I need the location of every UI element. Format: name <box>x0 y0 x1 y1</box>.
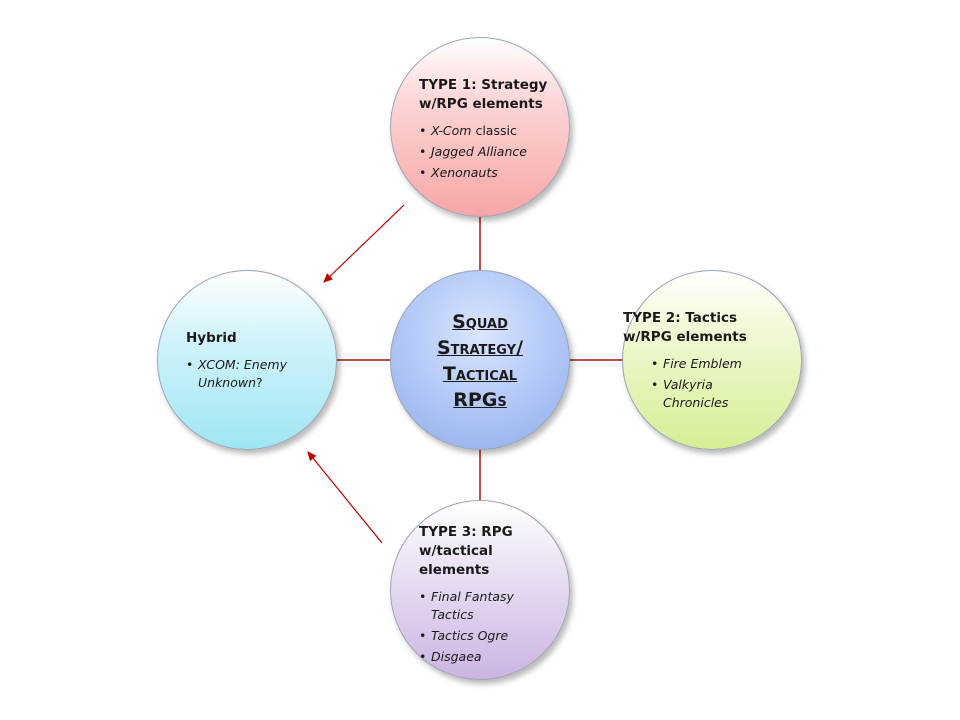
list-item: • Tactics Ogre <box>419 627 554 645</box>
type2-node: TYPE 2: Tactics w/RPG elements • Fire Emb… <box>622 270 802 450</box>
type1-title-line: w/RPG elements <box>419 96 543 112</box>
center-title-line: Squad <box>452 311 508 333</box>
game-name: Disgaea <box>431 649 482 664</box>
type2-game-list: • Fire Emblem • Valkyria Chronicles <box>623 355 761 412</box>
list-item: • Final Fantasy Tactics <box>419 588 554 624</box>
type1-title: TYPE 1: Strategy w/RPG elements <box>419 76 569 114</box>
type2-title: TYPE 2: Tactics w/RPG elements <box>623 309 798 347</box>
type2-title-line: w/RPG elements <box>623 329 747 345</box>
center-title-line: Tactical <box>442 363 518 385</box>
game-name: Final Fantasy Tactics <box>431 589 514 622</box>
game-name: X-Com <box>431 123 472 138</box>
bullet-icon: • <box>419 649 427 664</box>
hybrid-game-list: • XCOM: Enemy Unknown? <box>186 356 326 392</box>
bullet-icon: • <box>651 356 659 371</box>
arrow-type1-to-hybrid <box>323 204 405 283</box>
game-name: Tactics Ogre <box>431 628 509 643</box>
center-title-line: Strategy/ <box>436 337 524 359</box>
center-node: Squad Strategy/ Tactical RPGs <box>390 270 570 450</box>
type3-title-line: elements <box>419 562 490 578</box>
list-item: • XCOM: Enemy Unknown? <box>186 356 326 392</box>
bullet-icon: • <box>651 377 659 392</box>
type3-content: TYPE 3: RPG w/tactical elements • Final F… <box>419 523 554 669</box>
bullet-icon: • <box>419 628 427 643</box>
list-item: • Xenonauts <box>419 164 569 182</box>
bullet-icon: • <box>419 144 427 159</box>
hybrid-content: Hybrid • XCOM: Enemy Unknown? <box>186 329 326 395</box>
game-suffix: classic <box>471 123 517 138</box>
bullet-icon: • <box>419 165 427 180</box>
type2-title-line: TYPE 2: Tactics <box>623 310 737 326</box>
type3-title-line: TYPE 3: RPG <box>419 524 513 540</box>
game-name: Valkyria Chronicles <box>663 377 729 410</box>
center-title-line: RPGs <box>453 389 507 411</box>
game-name: Xenonauts <box>431 165 498 180</box>
game-name: Jagged Alliance <box>431 144 527 159</box>
bullet-icon: • <box>419 589 427 604</box>
game-name: Fire Emblem <box>663 356 742 371</box>
bullet-icon: • <box>419 123 427 138</box>
type3-game-list: • Final Fantasy Tactics • Tactics Ogre • Di… <box>419 588 554 666</box>
hybrid-title-line: Hybrid <box>186 330 237 346</box>
list-item: • Valkyria Chronicles <box>651 376 761 412</box>
list-item: • Disgaea <box>419 648 554 666</box>
type3-title-line: w/tactical <box>419 543 493 559</box>
game-name: XCOM: Enemy Unknown <box>198 357 287 390</box>
center-title: Squad Strategy/ Tactical RPGs <box>391 309 569 413</box>
list-item: • X-Com classic <box>419 122 569 140</box>
game-suffix: ? <box>256 375 263 390</box>
type1-game-list: • X-Com classic • Jagged Alliance • Xenonau… <box>419 122 569 182</box>
arrow-type3-to-hybrid <box>307 451 383 544</box>
type1-title-line: TYPE 1: Strategy <box>419 77 548 93</box>
type3-title: TYPE 3: RPG w/tactical elements <box>419 523 554 580</box>
type2-content: TYPE 2: Tactics w/RPG elements • Fire Emb… <box>623 309 798 415</box>
list-item: • Fire Emblem <box>651 355 761 373</box>
type1-node: TYPE 1: Strategy w/RPG elements • X-Com c… <box>390 37 570 217</box>
type1-content: TYPE 1: Strategy w/RPG elements • X-Com c… <box>419 76 569 185</box>
type3-node: TYPE 3: RPG w/tactical elements • Final F… <box>390 500 570 680</box>
bullet-icon: • <box>186 357 194 372</box>
list-item: • Jagged Alliance <box>419 143 569 161</box>
hybrid-node: Hybrid • XCOM: Enemy Unknown? <box>157 270 337 450</box>
hybrid-title: Hybrid <box>186 329 326 348</box>
